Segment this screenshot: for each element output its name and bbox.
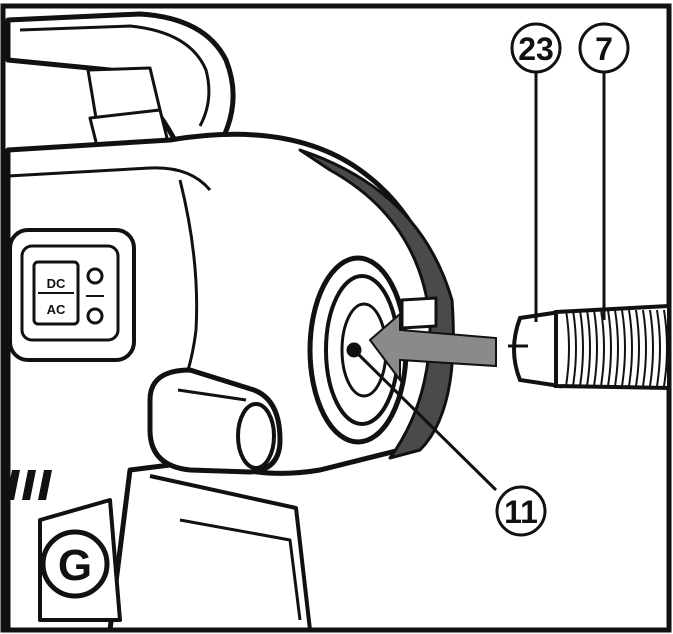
callout-23: 23 bbox=[510, 22, 562, 74]
cable-ridge bbox=[579, 309, 584, 387]
cable-ridges bbox=[565, 309, 668, 387]
cable-ridge bbox=[635, 309, 640, 387]
cable-ridge bbox=[572, 309, 577, 387]
callout-7-label: 7 bbox=[595, 31, 613, 67]
switch-label-ac: AC bbox=[47, 302, 66, 317]
cable-ridge bbox=[656, 309, 661, 387]
cable-ridge bbox=[607, 309, 612, 387]
callout-7: 7 bbox=[578, 22, 630, 74]
callout-23-label: 23 bbox=[518, 31, 554, 67]
power-indicator-icon bbox=[86, 267, 104, 285]
cable-ridge bbox=[600, 309, 605, 387]
vent-slots bbox=[6, 470, 52, 500]
cable-ridge bbox=[586, 309, 591, 387]
callout-step-g: G bbox=[40, 529, 110, 599]
cable-ridge bbox=[649, 309, 654, 387]
cable-ridge bbox=[614, 309, 619, 387]
housing-shadow bbox=[298, 148, 455, 460]
cable-plug bbox=[508, 303, 671, 391]
cable-coil bbox=[554, 303, 671, 391]
insertion-arrow bbox=[368, 311, 497, 383]
callout-11: 11 bbox=[495, 485, 547, 537]
power-indicator-icon bbox=[86, 307, 104, 325]
cable-ridge bbox=[642, 309, 647, 387]
cable-ridge bbox=[565, 309, 570, 387]
device-body bbox=[5, 11, 455, 633]
cable-ridge bbox=[621, 309, 626, 387]
switch-label-dc: DC bbox=[47, 276, 66, 291]
cable-ridge bbox=[593, 309, 598, 387]
callout-11-label: 11 bbox=[504, 494, 538, 530]
callout-step-g-label: G bbox=[58, 541, 92, 590]
leader-line-11 bbox=[352, 348, 498, 492]
cable-ridge bbox=[663, 309, 668, 387]
cable-ridge bbox=[628, 309, 633, 387]
